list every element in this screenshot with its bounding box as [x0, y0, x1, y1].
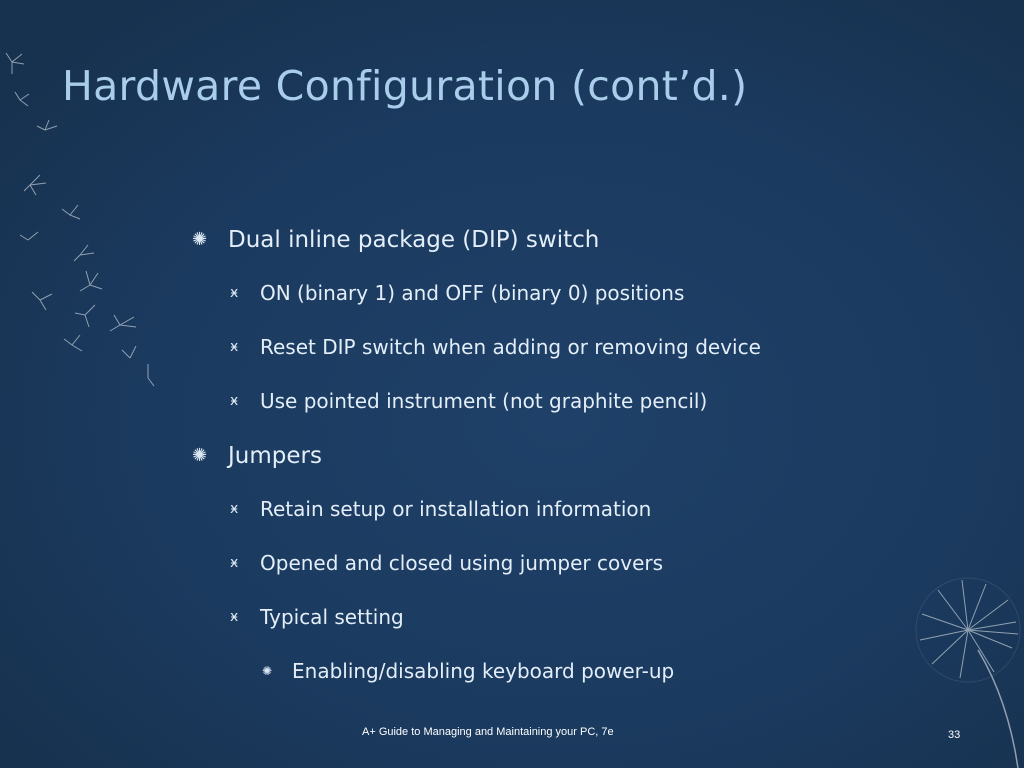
list-item-text: Jumpers — [228, 443, 322, 469]
x-bullet-icon: ӿ — [230, 285, 239, 301]
list-item: ӿ Reset DIP switch when adding or removi… — [190, 330, 990, 384]
list-item-text: Typical setting — [260, 605, 404, 629]
x-bullet-icon: ӿ — [230, 609, 239, 625]
list-item: ✺ Dual inline package (DIP) switch — [190, 222, 990, 276]
list-item: ӿ Use pointed instrument (not graphite p… — [190, 384, 990, 438]
list-item-text: Use pointed instrument (not graphite pen… — [260, 389, 708, 413]
sunburst-bullet-icon: ✺ — [192, 229, 208, 250]
list-item-text: Dual inline package (DIP) switch — [228, 227, 600, 253]
bullet-list: ✺ Dual inline package (DIP) switch ӿ ON … — [190, 222, 990, 698]
list-item: ӿ Retain setup or installation informati… — [190, 492, 990, 546]
list-item: ӿ ON (binary 1) and OFF (binary 0) posit… — [190, 276, 990, 330]
list-item-text: Reset DIP switch when adding or removing… — [260, 335, 761, 359]
sunburst-bullet-icon: ✺ — [262, 664, 273, 678]
list-item-text: Opened and closed using jumper covers — [260, 551, 664, 575]
sunburst-bullet-icon: ✺ — [192, 445, 208, 466]
list-item: ӿ Opened and closed using jumper covers — [190, 546, 990, 600]
x-bullet-icon: ӿ — [230, 555, 239, 571]
page-number: 33 — [948, 729, 961, 741]
list-item-text: Retain setup or installation information — [260, 497, 652, 521]
x-bullet-icon: ӿ — [230, 339, 239, 355]
list-item: ✺ Enabling/disabling keyboard power-up — [190, 654, 990, 698]
list-item-text: ON (binary 1) and OFF (binary 0) positio… — [260, 281, 685, 305]
list-item: ✺ Jumpers — [190, 438, 990, 492]
slide-title: Hardware Configuration (cont’d.) — [62, 62, 748, 110]
footer-text: A+ Guide to Managing and Maintaining you… — [362, 726, 614, 738]
list-item: ӿ Typical setting — [190, 600, 990, 654]
x-bullet-icon: ӿ — [230, 393, 239, 409]
list-item-text: Enabling/disabling keyboard power-up — [292, 659, 675, 683]
x-bullet-icon: ӿ — [230, 501, 239, 517]
